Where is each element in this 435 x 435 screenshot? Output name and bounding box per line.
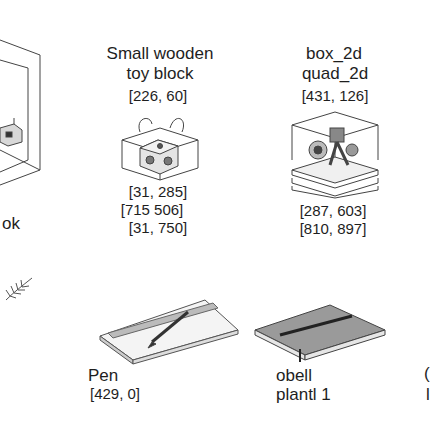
coordinate: [31, 285] — [129, 183, 187, 200]
field-name: quad_2d — [302, 64, 368, 84]
closed-book-with-pen — [255, 305, 385, 362]
toy-block-illustration — [122, 118, 198, 180]
coordinate: [226, 60] — [129, 87, 187, 104]
object-label: obell — [276, 366, 312, 386]
coordinate: [31, 750] — [129, 219, 187, 236]
object-title: Small wooden toy block — [96, 44, 224, 83]
coordinate: [287, 603] — [300, 202, 367, 219]
partial-label: ok — [2, 214, 20, 234]
stacked-toy-illustration — [292, 112, 378, 198]
coordinate: [715 506] — [121, 201, 184, 218]
field-name: box_2d — [306, 44, 362, 64]
object-label: plantl 1 — [276, 385, 331, 405]
left-cube-illustration — [0, 40, 40, 185]
coordinate: [810, 897] — [300, 220, 367, 237]
object-label: Pen — [88, 366, 118, 386]
edge-glyph: ( — [424, 364, 430, 384]
coordinate: [429, 0] — [90, 385, 140, 402]
feather-scribble — [6, 278, 32, 300]
coordinate: [431, 126] — [302, 87, 369, 104]
notebook-with-pen — [100, 300, 238, 364]
edge-glyph: l — [426, 385, 430, 405]
